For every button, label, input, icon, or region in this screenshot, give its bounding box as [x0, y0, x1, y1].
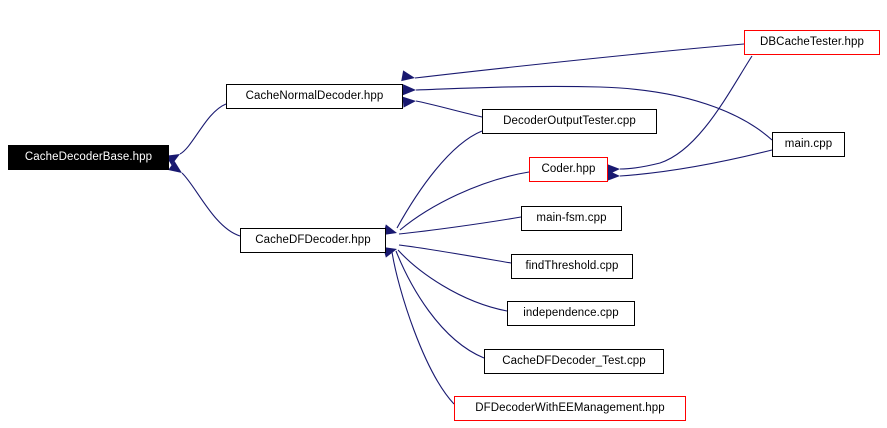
arrowhead [402, 84, 416, 96]
edge-decoder-output-tester-to-cache-normal-decoder [415, 100, 483, 118]
node-label-cache-df-decoder: CacheDFDecoder.hpp [255, 233, 371, 246]
node-cache-normal-decoder[interactable]: CacheNormalDecoder.hpp [226, 84, 403, 109]
arrowhead [383, 224, 397, 235]
edge-independence-to-cache-df-decoder [397, 249, 508, 312]
arrowhead [165, 154, 180, 166]
node-cache-decoder-base[interactable]: CacheDecoderBase.hpp [8, 145, 169, 170]
edge-cache-df-decoder-test-to-cache-df-decoder [395, 250, 485, 359]
edge-main-cpp-to-coder [619, 149, 773, 177]
arrowhead [401, 70, 415, 82]
node-db-cache-tester[interactable]: DBCacheTester.hpp [744, 30, 880, 55]
node-find-threshold[interactable]: findThreshold.cpp [511, 254, 633, 279]
edge-cache-df-decoder-to-cache-decoder-base [181, 172, 241, 237]
node-decoder-output-tester[interactable]: DecoderOutputTester.cpp [482, 109, 657, 134]
node-label-cache-normal-decoder: CacheNormalDecoder.hpp [245, 89, 384, 102]
edges-group [179, 43, 773, 405]
arrowhead [606, 170, 620, 182]
edge-decoder-output-tester-to-cache-df-decoder [396, 130, 483, 229]
arrowhead [402, 96, 416, 108]
arrowhead [168, 161, 182, 173]
node-label-main-fsm: main-fsm.cpp [536, 211, 607, 224]
node-cache-df-decoder-test[interactable]: CacheDFDecoder_Test.cpp [484, 349, 664, 374]
node-main-cpp[interactable]: main.cpp [772, 132, 845, 157]
node-cache-df-decoder[interactable]: CacheDFDecoder.hpp [240, 228, 386, 253]
node-label-df-decoder-with-ee: DFDecoderWithEEManagement.hpp [475, 401, 665, 414]
node-label-cache-df-decoder-test: CacheDFDecoder_Test.cpp [502, 354, 646, 367]
edge-cache-normal-decoder-to-cache-decoder-base [179, 103, 227, 155]
node-label-db-cache-tester: DBCacheTester.hpp [760, 35, 864, 48]
node-df-decoder-with-ee[interactable]: DFDecoderWithEEManagement.hpp [454, 396, 686, 421]
arrowhead [383, 247, 397, 258]
node-label-main-cpp: main.cpp [784, 137, 833, 150]
edge-df-decoder-with-ee-to-cache-df-decoder [391, 251, 455, 405]
edge-main-fsm-to-cache-df-decoder [398, 216, 522, 235]
node-label-decoder-output-tester: DecoderOutputTester.cpp [503, 114, 636, 127]
edge-db-cache-tester-to-cache-normal-decoder [414, 43, 745, 79]
edge-db-cache-tester-to-coder [619, 55, 753, 170]
arrowheads-group [165, 70, 620, 258]
node-label-cache-decoder-base: CacheDecoderBase.hpp [24, 150, 153, 163]
edge-main-cpp-to-cache-normal-decoder [415, 85, 773, 141]
node-label-coder: Coder.hpp [541, 162, 596, 175]
node-label-independence: independence.cpp [523, 306, 619, 319]
edge-find-threshold-to-cache-df-decoder [398, 244, 512, 264]
edge-coder-to-cache-df-decoder [399, 171, 530, 231]
node-independence[interactable]: independence.cpp [507, 301, 635, 326]
node-label-find-threshold: findThreshold.cpp [525, 259, 619, 272]
node-main-fsm[interactable]: main-fsm.cpp [521, 206, 622, 231]
node-coder[interactable]: Coder.hpp [529, 157, 608, 182]
